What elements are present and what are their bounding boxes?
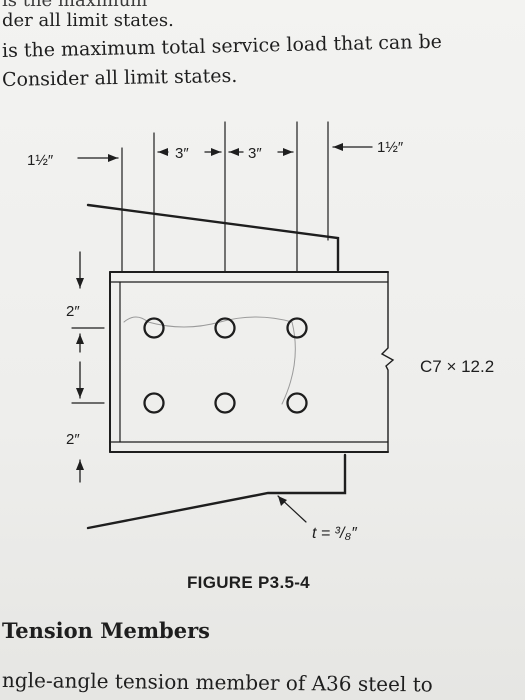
bolt-hole-r2-c1	[143, 392, 165, 414]
arrowhead-1	[108, 154, 118, 162]
thickness-label: t = ³/₈″	[312, 525, 358, 542]
figure-caption: FIGURE P3.5-4	[187, 573, 310, 592]
arrowhead-4	[229, 148, 239, 156]
dim-label-gauge-bottom: 2″	[66, 431, 80, 448]
dim-label-spacing-2: 3″	[248, 145, 262, 162]
arrowhead-3	[211, 148, 221, 156]
gusset-plate-top-edge	[86, 203, 340, 272]
bolt-hole-r1-c3	[286, 317, 308, 339]
bolt-hole-r2-c3	[286, 392, 308, 414]
bolt-hole-r1-c2	[214, 317, 236, 339]
arrowhead-6	[333, 143, 343, 151]
gusset-plate-bottom-edge	[86, 453, 347, 530]
channel-break-line	[380, 271, 395, 453]
problem-text-line-last: ngle-angle tension member of A36 steel t…	[1, 668, 433, 697]
dim-label-right-edge: 1½″	[377, 139, 404, 156]
bolt-hole-r1-c1	[143, 317, 165, 339]
arrowhead-2	[158, 148, 168, 156]
problem-text-line-1: der all limit states.	[2, 10, 174, 31]
sketch-line	[123, 316, 296, 405]
arrowhead-11	[278, 496, 287, 506]
dim-label-gauge-top: 2″	[66, 303, 80, 320]
dim-label-left-edge: 1½″	[27, 152, 54, 169]
arrowhead-9	[76, 388, 84, 398]
problem-text-line-0: is the maximum	[2, 0, 148, 11]
channel-label: C7 × 12.2	[420, 357, 494, 376]
section-heading: Tension Members	[2, 618, 210, 643]
arrowhead-10	[76, 460, 84, 470]
arrowhead-5	[283, 148, 293, 156]
bolt-hole-r2-c2	[214, 392, 236, 414]
dim-label-spacing-1: 3″	[175, 145, 189, 162]
arrowhead-8	[76, 334, 84, 344]
arrowhead-7	[76, 278, 84, 288]
